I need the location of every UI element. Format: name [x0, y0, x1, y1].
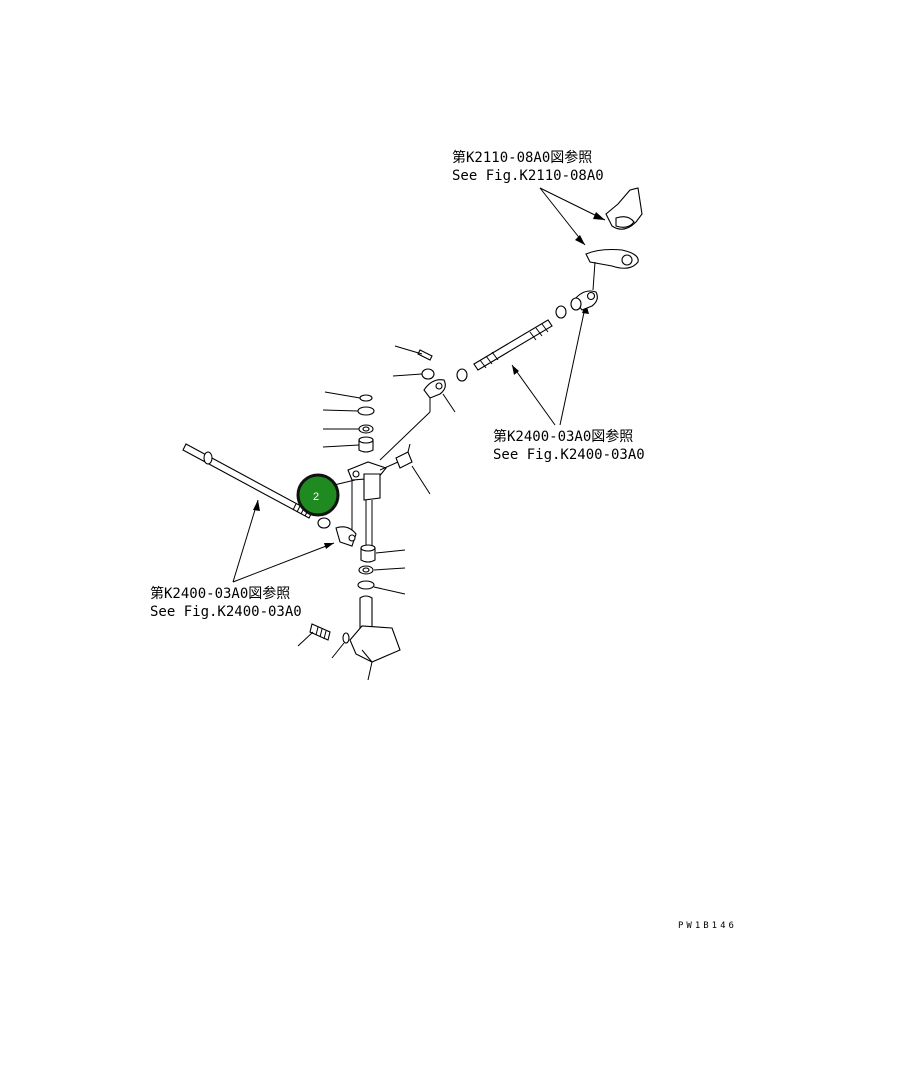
reference-label-k2400-right: 第K2400-03A0図参照 See Fig.K2400-03A0 [493, 428, 645, 463]
pivot-washers [357, 394, 375, 453]
reference-label-k2110-en: See Fig.K2110-08A0 [452, 168, 604, 184]
reference-label-k2400-right-en: See Fig.K2400-03A0 [493, 447, 645, 463]
reference-label-k2110-jp: 第K2110-08A0図参照 [452, 149, 592, 166]
left-rod [182, 443, 357, 547]
lower-washers [357, 544, 376, 590]
reference-label-k2400-right-jp: 第K2400-03A0図参照 [493, 428, 633, 445]
upper-rod [456, 319, 553, 382]
leader-lines [297, 345, 456, 681]
upper-lever-arm [585, 248, 639, 291]
upper-lever-clamp [605, 187, 643, 230]
lower-bracket [309, 595, 401, 663]
reference-label-k2400-left-jp: 第K2400-03A0図参照 [150, 585, 290, 602]
callout-ring [296, 473, 340, 517]
upper-rod-end [555, 290, 598, 319]
callout-marker-2[interactable]: 2 [296, 473, 340, 517]
reference-label-k2400-left: 第K2400-03A0図参照 See Fig.K2400-03A0 [150, 585, 302, 620]
drawing-code: PW1B146 [678, 921, 737, 931]
reference-arrows [232, 187, 606, 583]
pivot-housing [347, 461, 387, 548]
callout-number: 2 [313, 491, 319, 503]
middle-rod-end [379, 349, 446, 461]
pivot-side-fitting [379, 443, 413, 471]
reference-label-k2110: 第K2110-08A0図参照 See Fig.K2110-08A0 [452, 149, 604, 184]
reference-label-k2400-left-en: See Fig.K2400-03A0 [150, 604, 302, 620]
